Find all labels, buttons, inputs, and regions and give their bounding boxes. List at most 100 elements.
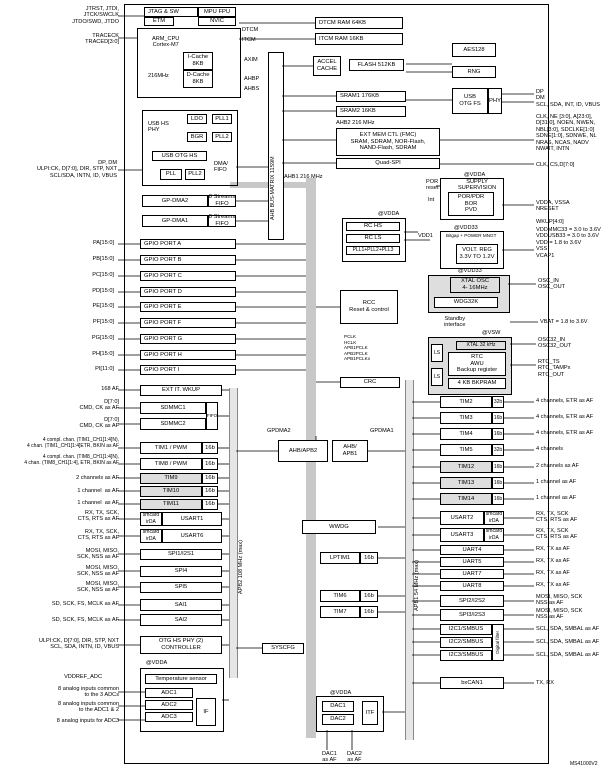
wwdg: WWDG: [302, 520, 376, 534]
pa-signal: PA[15:0]: [92, 240, 114, 246]
trace-signals: TRACECK TRACED[3:0]: [85, 33, 119, 46]
axim-label: AXIM: [244, 57, 258, 63]
dac-itf: ITF: [362, 701, 378, 725]
quadspi-signals: CLK, CS,D[7:0]: [536, 162, 575, 168]
tim4-16b: 16b: [492, 428, 504, 440]
ls-2: LS: [431, 368, 443, 386]
adc2: ADC2: [145, 700, 193, 710]
pf-signal: PF[15:0]: [92, 319, 114, 325]
lptim1: LPTIM1: [320, 552, 360, 564]
tim9-signals: 2 channels as AF: [76, 475, 119, 481]
dac1: DAC1: [322, 701, 354, 712]
gpio-port-h: GPIO PORT H: [140, 350, 236, 360]
crc: CRC: [340, 377, 400, 388]
jtag-sw: JTAG & SW: [144, 7, 198, 17]
quad-spi: Quad-SPI: [336, 158, 440, 169]
bxcan1: bxCAN1: [440, 677, 504, 689]
dac-block: [316, 696, 384, 732]
i2c3-smbus: I2C3/SMBUS: [440, 650, 492, 661]
gp-dma2-streams: 8 Streams FIFO: [208, 194, 236, 207]
vsw-label: @VSW: [482, 330, 501, 336]
vbat-signal: VBAT = 1.8 to 3.6V: [540, 319, 588, 325]
cpu-label: ARM_CPU Cortex-M7: [152, 36, 180, 49]
rtc-awu: RTC AWU Backup register: [448, 352, 506, 376]
otg-hs-signals: ULPI:CK, D[7:0], DIR, STP, NXT SCL, SDA,…: [38, 638, 119, 651]
tim2-32b: 32b: [492, 396, 504, 408]
dac2-output: DAC2 as AF: [347, 751, 362, 764]
fmc: EXT MEM CTL (FMC) SRAM, SDRAM, NOR-Flash…: [336, 128, 440, 156]
tim5-signals: 4 channels: [536, 446, 564, 452]
tim1-16b: 16b: [202, 442, 218, 454]
spi5: SPI5: [140, 582, 222, 593]
vddref-adc: VDDREF_ADC: [64, 674, 102, 680]
digital-filter-label: Digital filter: [494, 631, 500, 654]
pll-usb: PLL: [160, 169, 182, 180]
i2c2-smbus: I2C2/SMBUS: [440, 637, 492, 648]
pll1-usb: PLL1: [212, 114, 232, 124]
sai2: SAI2: [140, 614, 222, 626]
tim9: TIM9: [140, 473, 202, 484]
lptim1-16b: 16b: [360, 552, 378, 564]
vdd-signals: VDDMMC33 = 3.0 to 3.6V VDDUSB33 = 3.0 to…: [536, 227, 601, 259]
por-pdr: POR/PDR BOR PVD: [448, 192, 494, 216]
spi1-i2s1: SPI1/I2S1: [140, 549, 222, 560]
usb-fs-phy: PHY: [488, 88, 502, 114]
xtal-32khz: XTAL 32 kHz: [456, 341, 506, 350]
apb1-bus-label: APB1 54 MHz (max): [414, 560, 420, 611]
i2c3-signals: SCL, SDA, SMBAL as AF: [536, 652, 600, 658]
dac1-output: DAC1 as AF: [322, 751, 337, 764]
supply-supervision-label: SUPPLY SUPERVISION: [458, 179, 497, 192]
uart7-signals: RX, TX as AF: [536, 570, 570, 576]
gp-dma1-streams: 8 Streams FIFO: [208, 214, 236, 227]
tim14-signals: 1 channel as AF: [536, 495, 577, 501]
usb-hs-block: [142, 110, 238, 186]
temperature-sensor: Temperature sensor: [145, 674, 217, 684]
tim12: TIM12: [440, 461, 492, 473]
usb-fs-signals: DP DM SCL, SDA, INT, ID, VBUS: [536, 89, 601, 108]
usart6-signals: RX, TX, SCK, CTS, RTS as AF: [77, 529, 119, 542]
tim1-signals: 4 compl. chan. (TIM1_CH1[1:4]N), 4 chan.…: [27, 437, 119, 450]
rng: RNG: [452, 66, 496, 78]
chip-outline: [124, 4, 549, 764]
ldo: LDO: [187, 114, 207, 124]
tim12-16b: 16b: [492, 461, 504, 473]
tim1-pwm: TIM1 / PWM: [140, 442, 202, 454]
rc-hs: RC HS: [346, 222, 400, 231]
sai1-signals: SD, SCK, FS, MCLK as AF: [51, 601, 119, 607]
tim3-signals: 4 channels, ETR as AF: [536, 414, 594, 420]
usart1: USART1: [162, 512, 222, 526]
adc3: ADC3: [145, 712, 193, 722]
plls: PLL1+PLL2+PLL3: [346, 246, 400, 255]
usb-otg-fs: USB OTG FS: [452, 88, 488, 114]
volt-reg: VOLT. REG 3.3V TO 1.2V: [456, 244, 498, 264]
dcache: D-Cache 8KB: [183, 70, 213, 88]
i2c1-smbus: I2C1/SMBUS: [440, 624, 492, 635]
ls-1: LS: [431, 344, 443, 362]
bus-matrix: [268, 52, 284, 240]
usart1-smartcard: smcard irDA: [140, 512, 162, 526]
syscfg: SYSCFG: [262, 643, 304, 654]
otg-hs-phy-controller: OTG HS PHY (2) CONTROLLER: [140, 636, 222, 654]
tim11-16b: 16b: [202, 499, 218, 510]
tim10-signals: 1 channel as AF: [77, 488, 119, 494]
ahb2-label: AHB2 216 MHz: [336, 120, 375, 126]
sdmmc1-signals: D[7:0] CMD, CK as AF: [79, 399, 119, 412]
itcm-label: ITCM: [242, 37, 256, 43]
tim3-16b: 16b: [492, 412, 504, 424]
usart3: USART3: [440, 528, 484, 542]
adc2-inputs: 8 analog inputs common to the ADC1 & 2: [58, 701, 119, 714]
tim10: TIM10: [140, 486, 202, 497]
cpu-freq: 216MHz: [148, 73, 169, 79]
sdmmc2: SDMMC2: [140, 418, 206, 430]
apb1-bus-bar: [405, 380, 414, 740]
accel-cache: ACCEL CACHE: [313, 56, 341, 76]
uart5: UART5: [440, 557, 504, 567]
sdmmc-fifo: FIFO: [206, 402, 218, 430]
usart2-signals: RX, TX, SCK CTS, RTS as AF: [536, 511, 578, 524]
tim4-signals: 4 channels, ETR as AF: [536, 430, 594, 436]
adc-if: IF: [196, 698, 216, 726]
spi3-i2s3: SPI3/I2S3: [440, 609, 504, 621]
uart7: UART7: [440, 569, 504, 579]
apb2-bus-bar: [229, 388, 238, 678]
ext-it-wkup: EXT IT. WKUP: [140, 385, 222, 396]
